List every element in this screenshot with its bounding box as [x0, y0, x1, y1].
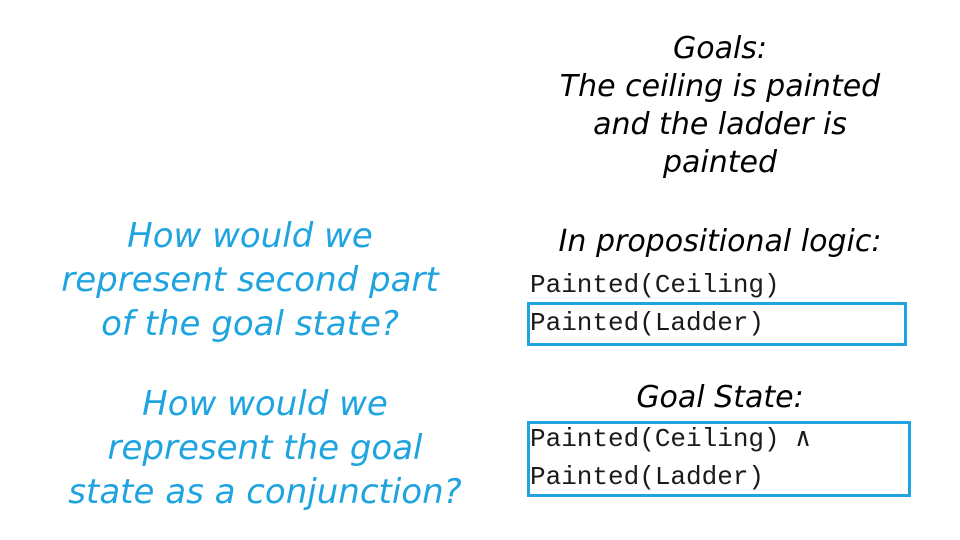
question-1-line-3: of the goal state?	[101, 304, 399, 344]
question-second-part: How would we represent second part of th…	[30, 214, 470, 346]
goals-heading: Goals:	[672, 31, 768, 66]
question-1-line-2: represent second part	[61, 260, 439, 300]
question-2-line-1: How would we	[142, 384, 388, 424]
goals-text-line-1: The ceiling is painted	[559, 69, 881, 104]
goal-state-heading: Goal State:	[636, 380, 804, 415]
propositional-logic-heading: In propositional logic:	[558, 224, 882, 259]
goal-state-line-1: Painted(Ceiling) ∧	[530, 424, 811, 454]
goal-state-highlight-box	[527, 421, 911, 497]
goals-text-line-3: painted	[662, 145, 778, 180]
question-2-line-2: represent the goal	[107, 428, 423, 468]
question-conjunction: How would we represent the goal state as…	[30, 382, 500, 514]
logic-highlight-box	[527, 302, 907, 346]
logic-statement-ladder: Painted(Ladder)	[530, 308, 765, 338]
logic-statement-ceiling: Painted(Ceiling)	[530, 270, 780, 300]
goal-state-line-2: Painted(Ladder)	[530, 462, 765, 492]
question-2-line-3: state as a conjunction?	[68, 472, 462, 512]
goals-text-line-2: and the ladder is	[593, 107, 847, 142]
question-1-line-1: How would we	[127, 216, 373, 256]
goals-block: Goals: The ceiling is painted and the la…	[530, 30, 910, 182]
